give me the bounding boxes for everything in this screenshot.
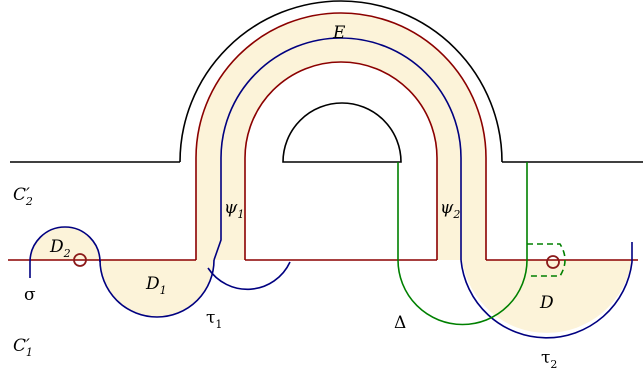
region-d2 (30, 227, 100, 262)
label-psi1: ψ1 (224, 198, 244, 221)
green-curves (397, 162, 566, 326)
marker-d-circle (546, 255, 560, 269)
region-d1 (100, 260, 214, 317)
red-inner-arch (244, 61, 438, 260)
navy-tau2-arc (460, 242, 633, 339)
label-tau1: τ1 (206, 308, 222, 331)
region-e-band (196, 13, 486, 260)
markers (73, 253, 560, 269)
navy-curves (29, 37, 633, 339)
label-c2-prime: C′2 (13, 185, 33, 208)
navy-d1-arc (99, 259, 215, 318)
label-sigma: σ (24, 285, 36, 305)
green-delta-curve (397, 162, 528, 326)
label-d2: D2 (49, 237, 71, 260)
label-psi2: ψ2 (440, 198, 460, 221)
region-d (462, 260, 632, 333)
red-outer-arch (195, 12, 487, 260)
marker-d2-circle (73, 253, 87, 267)
shaded-regions (30, 13, 632, 333)
inner-black-arch (282, 102, 402, 163)
navy-d2-loop (29, 226, 101, 278)
navy-psi1-strand (213, 37, 462, 261)
outer-black-arch (179, 0, 503, 163)
navy-tau1-arc (207, 261, 291, 291)
red-curves (8, 12, 638, 261)
label-c1-prime: C′1 (13, 336, 33, 359)
label-d1: D1 (145, 274, 167, 297)
label-d: D (539, 293, 554, 313)
green-dashed-hook (527, 243, 566, 277)
labels: E C′2 C′1 D2 D1 D σ τ1 τ2 ψ1 ψ2 Δ (13, 23, 557, 371)
label-delta: Δ (394, 313, 406, 333)
black-boundary (10, 0, 643, 163)
label-e: E (332, 23, 346, 43)
label-tau2: τ2 (541, 348, 557, 371)
